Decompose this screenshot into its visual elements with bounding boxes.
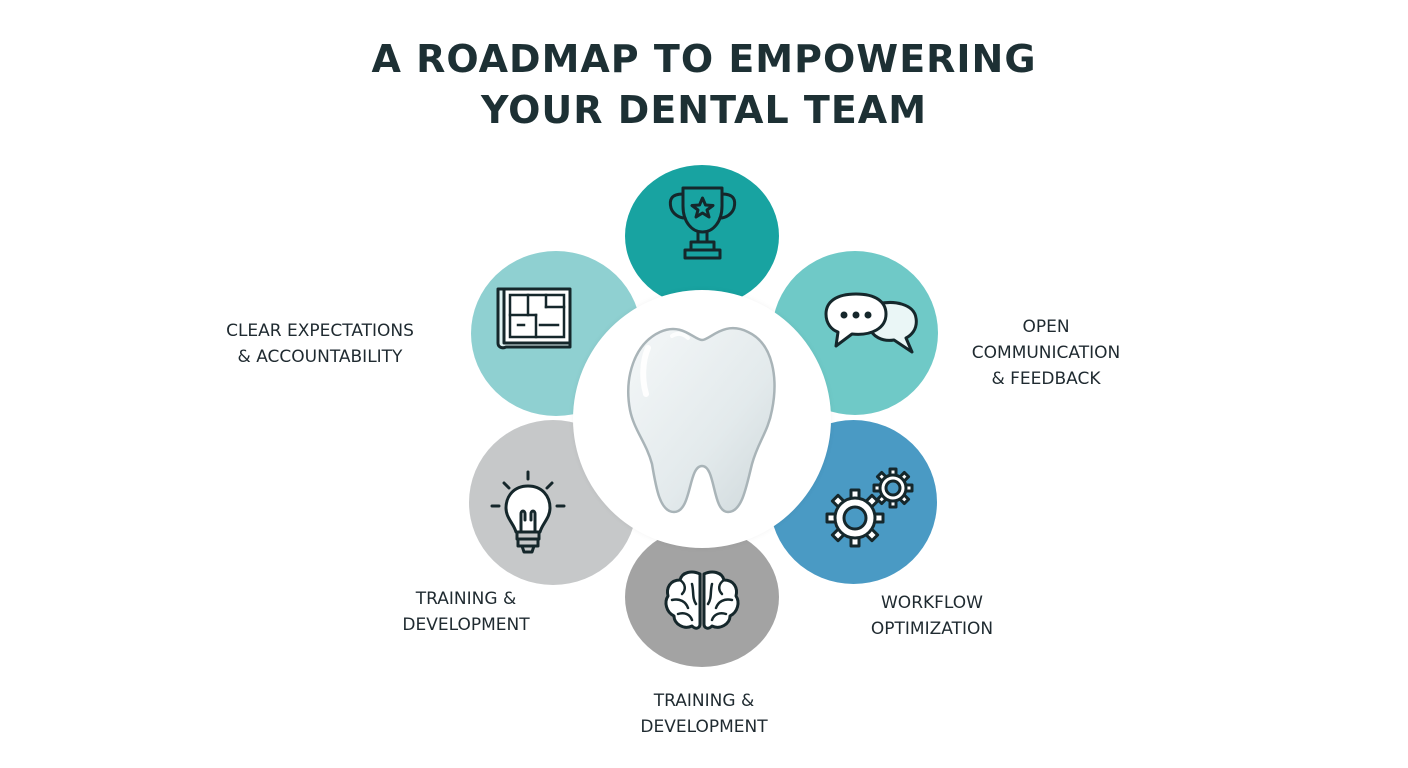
title-line-2: YOUR DENTAL TEAM xyxy=(480,88,928,132)
gears-icon xyxy=(825,467,914,548)
lightbulb-icon xyxy=(490,470,566,554)
title-line-1: A ROADMAP TO EMPOWERING xyxy=(371,37,1037,81)
label-workflow-optimization: WORKFLOW OPTIMIZATION xyxy=(870,593,994,639)
trophy-icon xyxy=(668,186,737,260)
petal-brain xyxy=(625,527,779,667)
label-training-development-left: TRAINING & DEVELOPMENT xyxy=(402,589,530,635)
blueprint-icon xyxy=(496,287,572,350)
label-clear-expectations: CLEAR EXPECTATIONS & ACCOUNTABILITY xyxy=(226,321,414,367)
tooth-icon xyxy=(627,326,776,514)
brain-icon xyxy=(664,570,740,630)
chat-bubbles-icon xyxy=(824,292,918,354)
label-training-development-bottom: TRAINING & DEVELOPMENT xyxy=(640,691,768,737)
label-open-communication: OPEN COMMUNICATION & FEEDBACK xyxy=(971,317,1121,389)
page-title: A ROADMAP TO EMPOWERING YOUR DENTAL TEAM xyxy=(0,34,1408,136)
